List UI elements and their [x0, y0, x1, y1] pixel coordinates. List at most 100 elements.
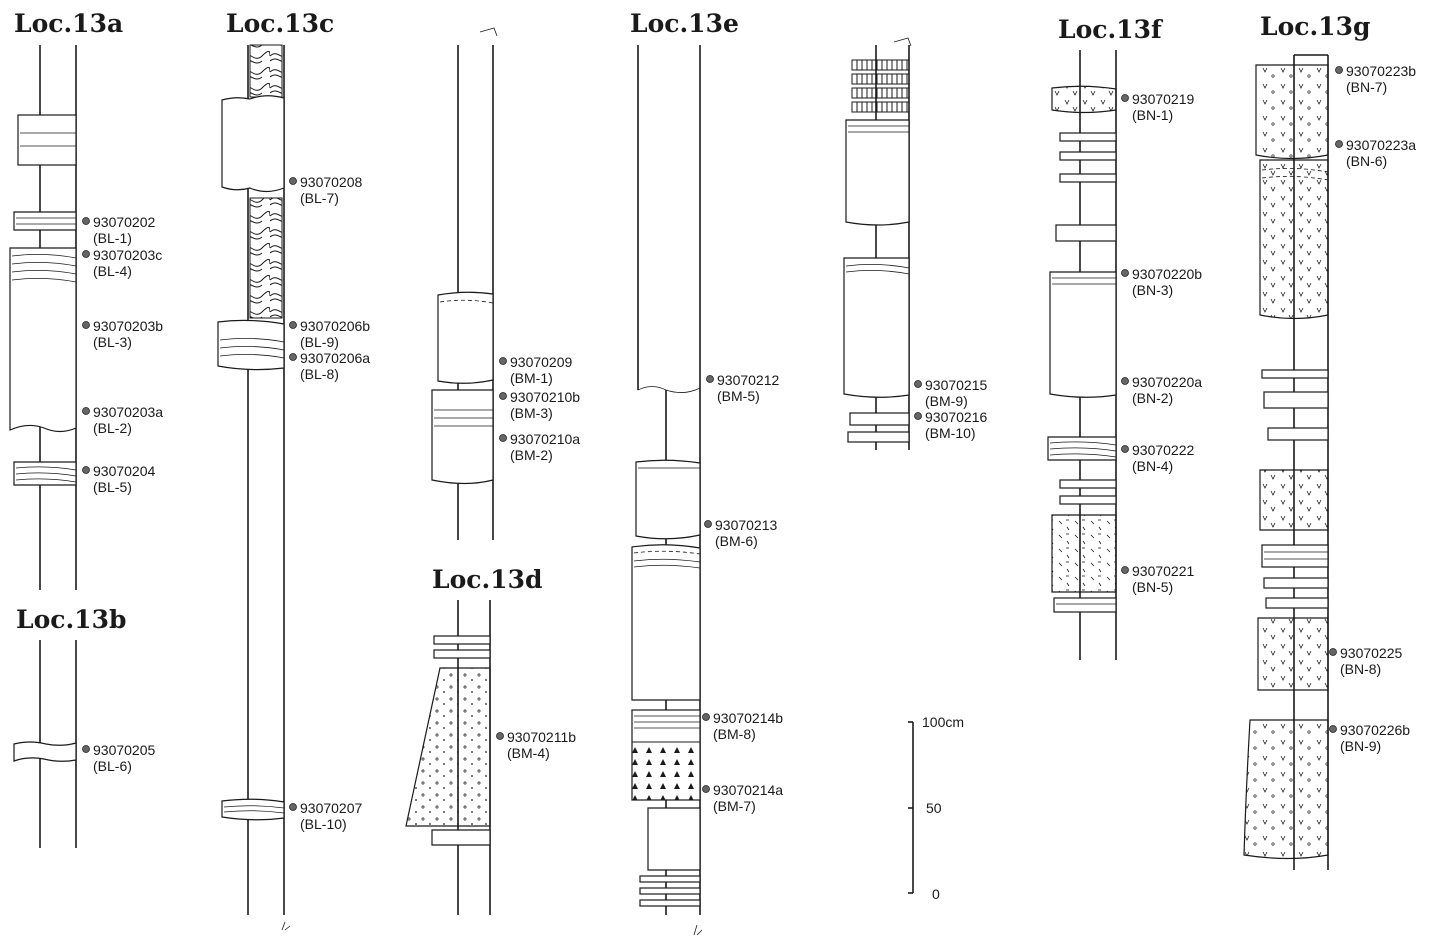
bed-13g-8 — [1264, 578, 1328, 588]
samples-loc13d: 93070211b (BM-4) — [497, 729, 577, 761]
sample-id: 93070210b — [510, 389, 580, 405]
sample-marker — [703, 786, 710, 793]
sample-id: 93070214b — [713, 710, 783, 726]
bed-13bm-1 — [438, 292, 493, 383]
title-loc13d: Loc.13d — [432, 565, 542, 594]
sample-code: (BM-8) — [713, 726, 756, 742]
bed-13f-1 — [1052, 86, 1116, 112]
column-loc13-upper-bm — [432, 28, 497, 540]
sample-marker — [1330, 726, 1337, 733]
bed-13c-1 — [222, 96, 284, 192]
sample-code: (BN-8) — [1340, 661, 1381, 677]
bed-13f-10 — [1052, 515, 1116, 592]
sample-id: 93070202 — [93, 214, 156, 230]
bed-13d-conglomerate — [406, 668, 490, 826]
title-loc13g: Loc.13g — [1260, 12, 1370, 41]
sample-code: (BN-3) — [1132, 282, 1173, 298]
sample-marker — [290, 354, 297, 361]
bed-13d-3 — [432, 830, 490, 845]
sample-code: (BL-7) — [300, 190, 339, 206]
sample-code: (BM-3) — [510, 405, 553, 421]
bed-13bm9-2 — [852, 74, 909, 84]
sample-code: (BN-2) — [1132, 390, 1173, 406]
bed-13e-6 — [640, 888, 700, 894]
sample-code: (BL-10) — [300, 816, 347, 832]
bed-13f-9 — [1060, 496, 1116, 504]
sample-id: 93070204 — [93, 463, 156, 479]
sample-marker — [497, 733, 504, 740]
sample-id: 93070223b — [1346, 63, 1416, 79]
bed-13f-2 — [1060, 133, 1116, 141]
bed-13bm9-3 — [852, 88, 909, 98]
sample-marker — [83, 218, 90, 225]
sample-marker — [1336, 141, 1343, 148]
bed-13bm-2 — [432, 390, 493, 484]
sample-code: (BN-5) — [1132, 579, 1173, 595]
sample-code: (BN-9) — [1340, 738, 1381, 754]
sample-marker — [83, 251, 90, 258]
bed-13g-11 — [1244, 720, 1328, 859]
bed-13g-10 — [1258, 618, 1328, 690]
column-loc13-bm9 — [844, 38, 911, 450]
sample-id: 93070223a — [1346, 137, 1416, 153]
sample-id: 93070209 — [510, 354, 573, 370]
sample-marker — [1122, 567, 1129, 574]
bed-13f-6 — [1050, 272, 1116, 397]
sample-marker — [290, 804, 297, 811]
sample-marker — [83, 467, 90, 474]
column-loc13c: Loc.13c — [218, 9, 334, 930]
bed-13bm9-4 — [852, 102, 909, 112]
sample-id: 93070220b — [1132, 266, 1202, 282]
scale-label-mid: 50 — [926, 800, 942, 816]
bed-13bm9-6 — [844, 258, 909, 397]
bed-13g-4 — [1264, 392, 1328, 408]
sample-marker — [83, 322, 90, 329]
sample-code: (BL-3) — [93, 334, 132, 350]
bed-13g-1 — [1256, 65, 1328, 159]
sample-code: (BL-1) — [93, 230, 132, 246]
sample-marker — [705, 521, 712, 528]
title-loc13f: Loc.13f — [1058, 15, 1164, 44]
bed-13c-convolute-2 — [250, 198, 282, 318]
sample-id: 93070206a — [300, 350, 370, 366]
samples-loc13c: 93070208 (BL-7) 93070206b (BL-9) 9307020… — [290, 174, 371, 832]
sample-code: (BL-6) — [93, 758, 132, 774]
title-loc13c: Loc.13c — [226, 9, 334, 38]
sample-id: 93070222 — [1132, 442, 1195, 458]
sample-code: (BN-7) — [1346, 79, 1387, 95]
bed-13bm9-5 — [846, 120, 909, 225]
sample-id: 93070219 — [1132, 91, 1195, 107]
bed-13g-6 — [1260, 470, 1328, 530]
bed-13g-9 — [1266, 598, 1328, 608]
sample-marker — [500, 435, 507, 442]
sample-marker — [1122, 270, 1129, 277]
bed-13d-2 — [434, 650, 490, 658]
bed-13f-4 — [1060, 174, 1116, 182]
title-loc13a: Loc.13a — [14, 9, 123, 38]
bed-13c-convolute-1 — [250, 45, 282, 97]
sample-id: 93070211b — [507, 729, 576, 745]
sample-marker — [703, 714, 710, 721]
samples-loc13g: 93070223b (BN-7) 93070223a (BN-6) 930702… — [1330, 63, 1417, 754]
sample-code: (BM-9) — [925, 393, 968, 409]
sample-marker — [500, 358, 507, 365]
samples-loc13-bm9: 93070215 (BM-9) 93070216 (BM-10) — [915, 377, 988, 441]
sample-code: (BL-8) — [300, 366, 339, 382]
bed-13f-5 — [1056, 225, 1116, 241]
sample-code: (BM-4) — [507, 745, 550, 761]
bed-13c-3 — [222, 799, 284, 820]
sample-code: (BL-9) — [300, 334, 339, 350]
sample-marker — [290, 178, 297, 185]
bed-13bm9-1 — [852, 60, 909, 70]
bed-13f-3 — [1060, 152, 1116, 160]
sample-code: (BM-5) — [717, 388, 760, 404]
sample-code: (BM-6) — [715, 533, 758, 549]
samples-loc13b: 93070205 (BL-6) — [83, 742, 156, 774]
bed-13g-5 — [1268, 428, 1328, 440]
bed-13b-1 — [14, 742, 76, 761]
sample-id: 93070203b — [93, 318, 163, 334]
sample-id: 93070216 — [925, 409, 988, 425]
bed-13g-3 — [1262, 370, 1328, 378]
sample-marker — [500, 393, 507, 400]
sample-marker — [83, 408, 90, 415]
